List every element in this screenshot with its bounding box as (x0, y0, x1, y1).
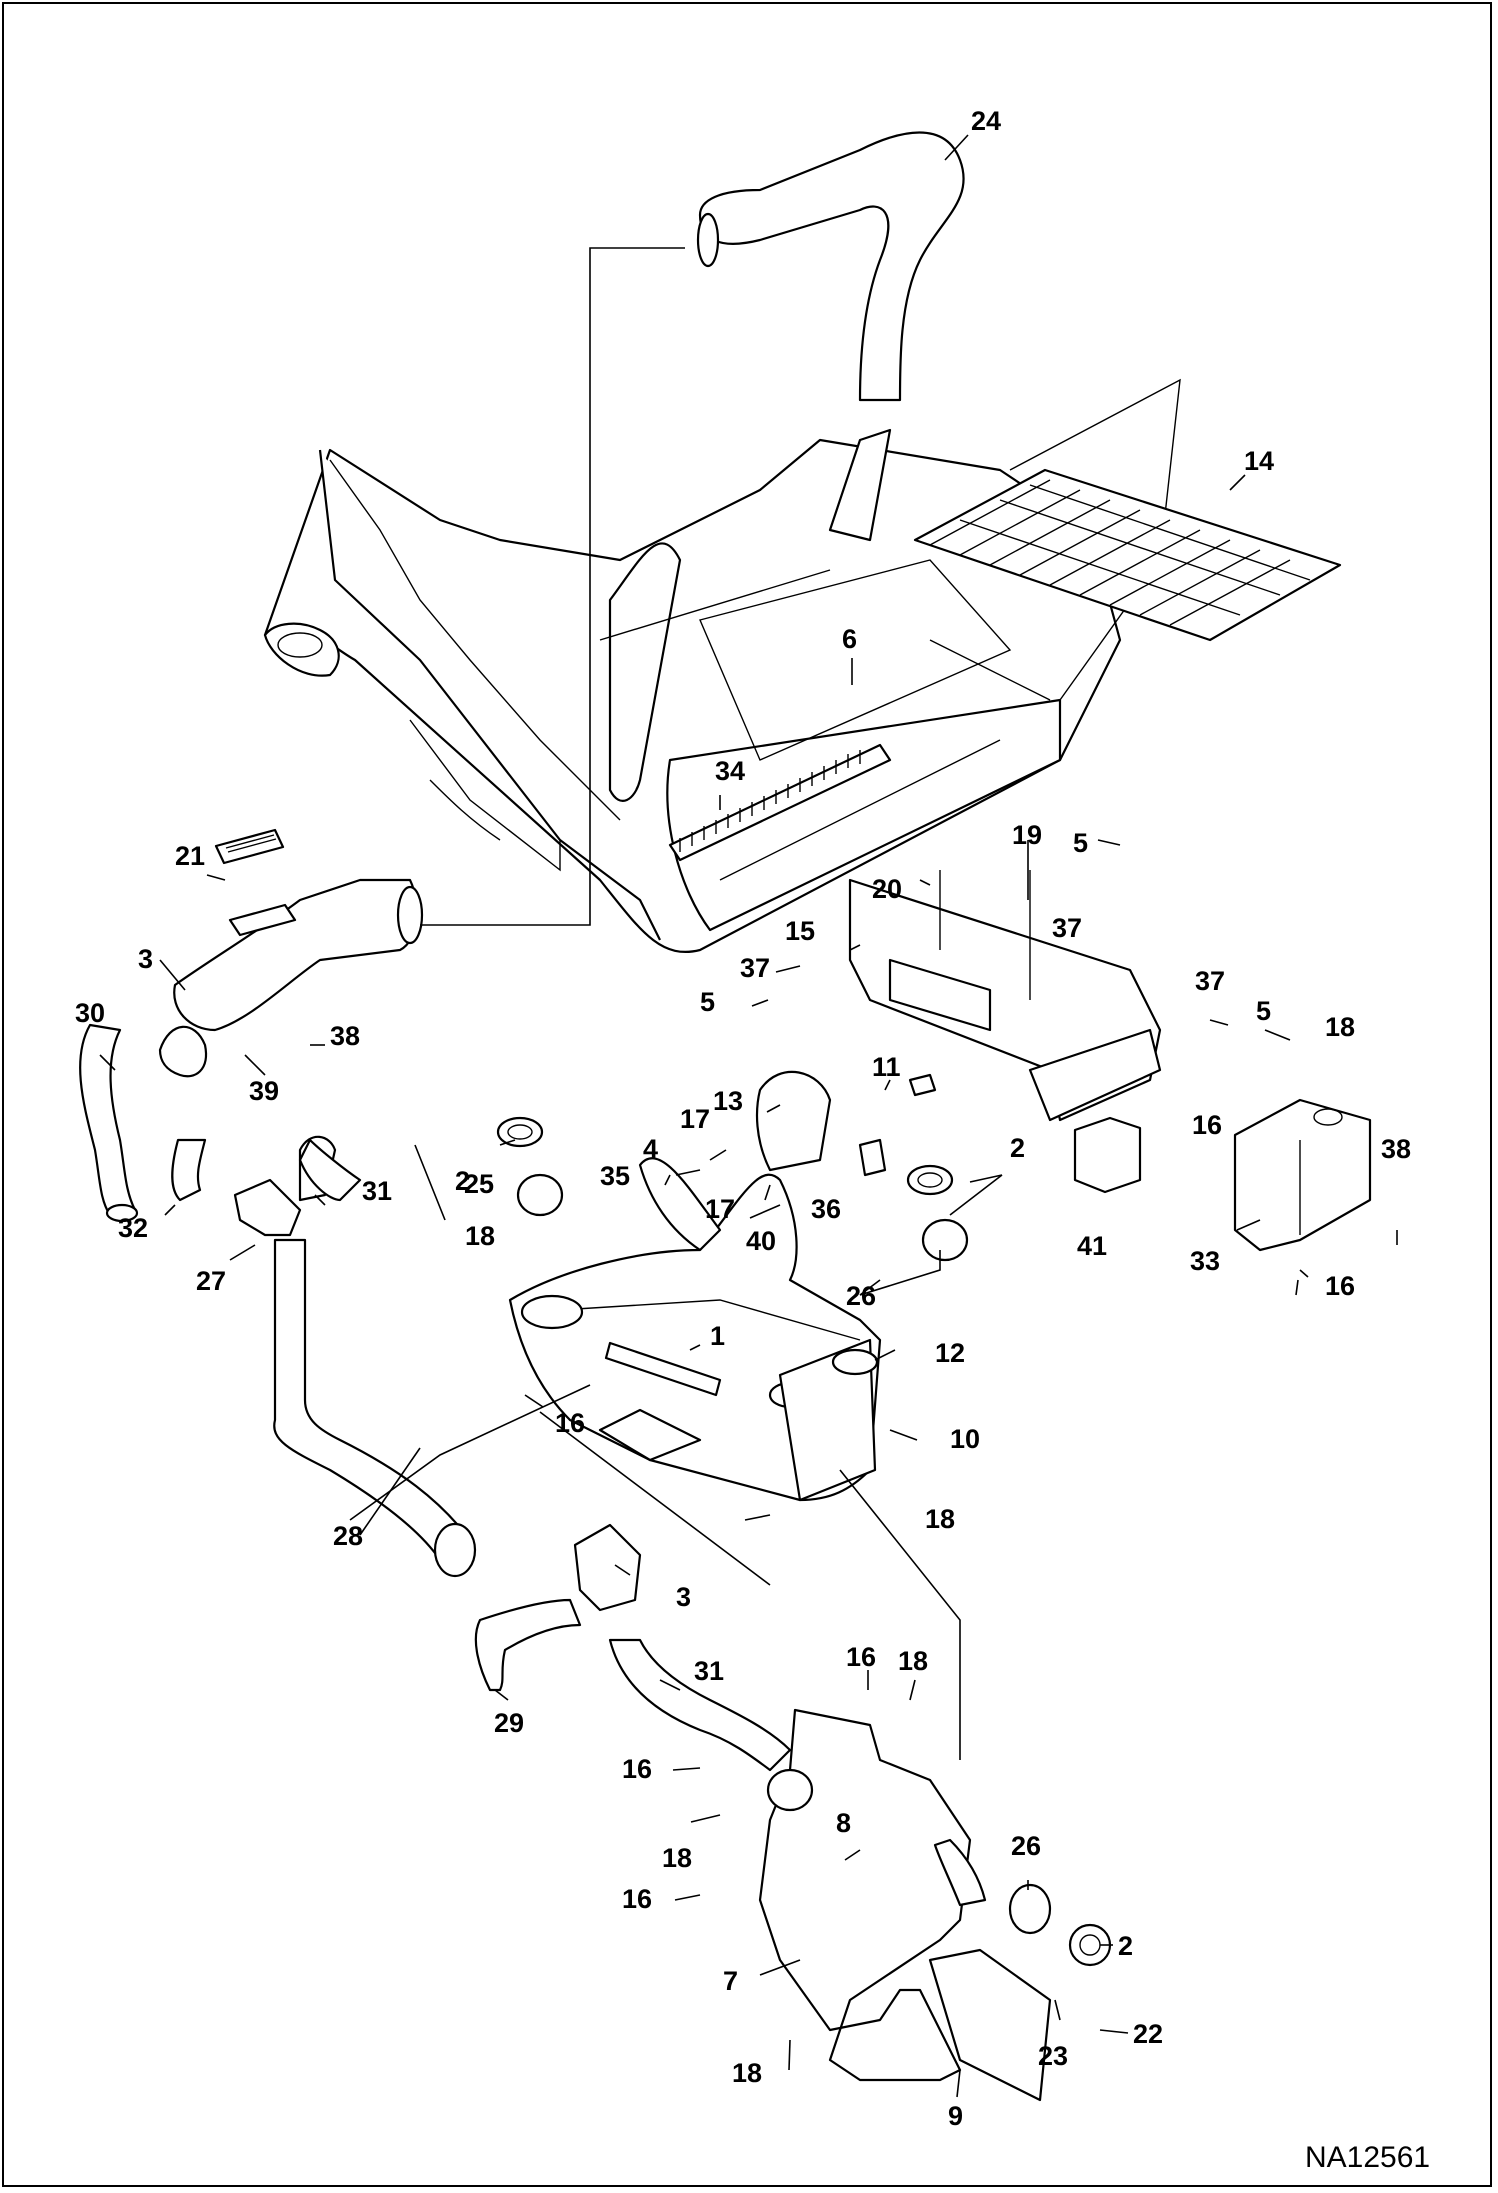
callout-26a: 26 (846, 1281, 876, 1311)
callout-16e: 16 (622, 1754, 652, 1784)
callout-2b: 2 (455, 1166, 470, 1196)
callout-34: 34 (715, 756, 745, 786)
callout-22: 22 (1133, 2019, 1163, 2049)
callout-18b: 18 (465, 1221, 495, 1251)
callout-10: 10 (950, 1424, 980, 1454)
callout-2a: 2 (1010, 1133, 1025, 1163)
callout-13: 13 (713, 1086, 743, 1116)
callout-30: 30 (75, 998, 105, 1028)
callout-19: 19 (1012, 820, 1042, 850)
callout-1: 1 (710, 1321, 725, 1351)
callout-20: 20 (872, 874, 902, 904)
callout-17b: 17 (705, 1194, 735, 1224)
callout-33: 33 (1190, 1246, 1220, 1276)
callout-14: 14 (1244, 446, 1274, 476)
leader-lines (99, 134, 1398, 2098)
duct-24 (696, 131, 965, 402)
figure-id: NA12561 (1305, 2141, 1430, 2174)
callout-16b: 16 (1325, 1271, 1355, 1301)
callout-26b: 26 (1011, 1831, 1041, 1861)
callout-15: 15 (785, 916, 815, 946)
lower-panel-assembly (758, 1708, 1112, 2102)
callout-21: 21 (175, 841, 205, 871)
seat-pan (848, 870, 1162, 1122)
bracket-33 (1233, 1098, 1372, 1252)
battery-41 (1073, 1116, 1142, 1194)
callout-5c: 5 (1256, 996, 1271, 1026)
callout-18e: 18 (662, 1843, 692, 1873)
callout-29: 29 (494, 1708, 524, 1738)
callout-16c: 16 (555, 1408, 585, 1438)
callout-11: 11 (872, 1052, 901, 1082)
left-duct-assembly (79, 828, 792, 1772)
callout-32: 32 (118, 1213, 148, 1243)
callout-41: 41 (1077, 1231, 1107, 1261)
callout-18c: 18 (925, 1504, 955, 1534)
floor-grate (668, 743, 892, 862)
callout-12: 12 (935, 1338, 965, 1368)
cab-frame (263, 378, 1181, 953)
callout-24a: 24 (971, 106, 1001, 136)
console-assembly (496, 1070, 969, 1502)
callout-labels: 24 14 6 34 21 3 30 38 39 19 5 20 15 37 3… (75, 106, 1411, 2131)
callout-8: 8 (836, 1808, 851, 1838)
callout-37c: 37 (1195, 966, 1225, 996)
callout-18a: 18 (1325, 1012, 1355, 1042)
callout-28: 28 (333, 1521, 363, 1551)
callout-37b: 37 (740, 953, 770, 983)
callout-9: 9 (948, 2101, 963, 2131)
callout-3a: 3 (138, 944, 153, 974)
callout-18f: 18 (732, 2058, 762, 2088)
callout-5a: 5 (1073, 828, 1088, 858)
callout-31a: 31 (362, 1176, 392, 1206)
callout-16d: 16 (846, 1642, 876, 1672)
callout-2c: 2 (1118, 1931, 1133, 1961)
callout-7: 7 (723, 1966, 738, 1996)
callout-6: 6 (842, 624, 857, 654)
callout-23: 23 (1038, 2041, 1068, 2071)
callout-37a: 37 (1052, 913, 1082, 943)
callout-16f: 16 (622, 1884, 652, 1914)
callout-17a: 17 (680, 1104, 710, 1134)
callout-38b: 38 (1381, 1134, 1411, 1164)
callout-38a: 38 (330, 1021, 360, 1051)
callout-36: 36 (811, 1194, 841, 1224)
callout-4: 4 (643, 1134, 658, 1164)
callout-35: 35 (600, 1161, 630, 1191)
callout-31b: 31 (694, 1656, 724, 1686)
callout-39: 39 (249, 1076, 279, 1106)
callout-25: 25 (464, 1169, 494, 1199)
callout-16a: 16 (1192, 1110, 1222, 1140)
callout-3b: 3 (676, 1582, 691, 1612)
callout-40: 40 (746, 1226, 776, 1256)
callout-27: 27 (196, 1266, 226, 1296)
callout-5b: 5 (700, 987, 715, 1017)
floor-mat (913, 468, 1342, 642)
callout-18d: 18 (898, 1646, 928, 1676)
